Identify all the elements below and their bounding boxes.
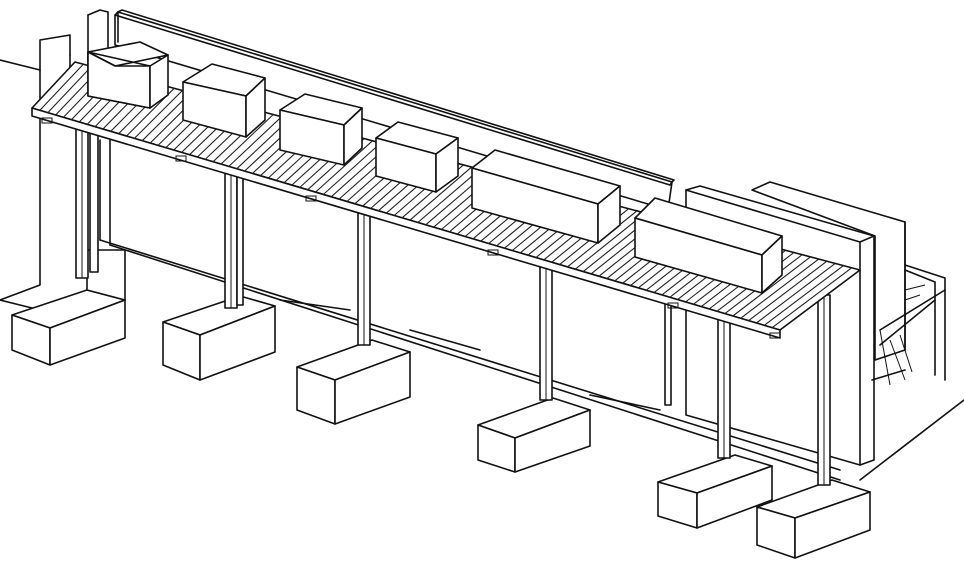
rooftop-unit-2 (182, 63, 266, 138)
column-1 (75, 117, 99, 279)
footing-5 (657, 454, 773, 529)
footing-4 (477, 397, 591, 473)
deck-rib (740, 258, 820, 319)
deck-rib (771, 267, 853, 329)
rooftop-units (87, 41, 783, 294)
deck-rib (220, 114, 274, 165)
deck-rib (39, 63, 84, 111)
deck-rib (417, 168, 481, 223)
footing-2 (162, 295, 276, 381)
deck-rib (228, 116, 282, 167)
column-6 (817, 294, 831, 486)
rooftop-unit-4 (375, 121, 459, 193)
columns (75, 117, 831, 486)
deck-rib (134, 90, 183, 139)
deck-rib (763, 265, 844, 326)
footing-1 (11, 249, 126, 366)
rooftop-unit-3 (279, 93, 363, 166)
column-2 (224, 167, 244, 309)
rooftop-unit-6 (634, 197, 783, 294)
rooftop-unit-5 (471, 149, 621, 244)
deck-rib (574, 212, 646, 270)
deck-rib (748, 260, 828, 322)
deck-rib (732, 256, 811, 317)
deck-rib (756, 262, 836, 324)
deck-rib (315, 140, 373, 193)
deck-rib (322, 142, 382, 195)
rooftop-unit-1 (87, 41, 169, 109)
column-4 (539, 264, 553, 401)
deck-rib (409, 166, 472, 221)
column-5 (664, 299, 731, 459)
footing-3 (296, 339, 411, 425)
column-3 (357, 209, 371, 346)
footing-6 (756, 479, 871, 559)
footings (11, 249, 871, 559)
deck-rib (47, 66, 92, 114)
